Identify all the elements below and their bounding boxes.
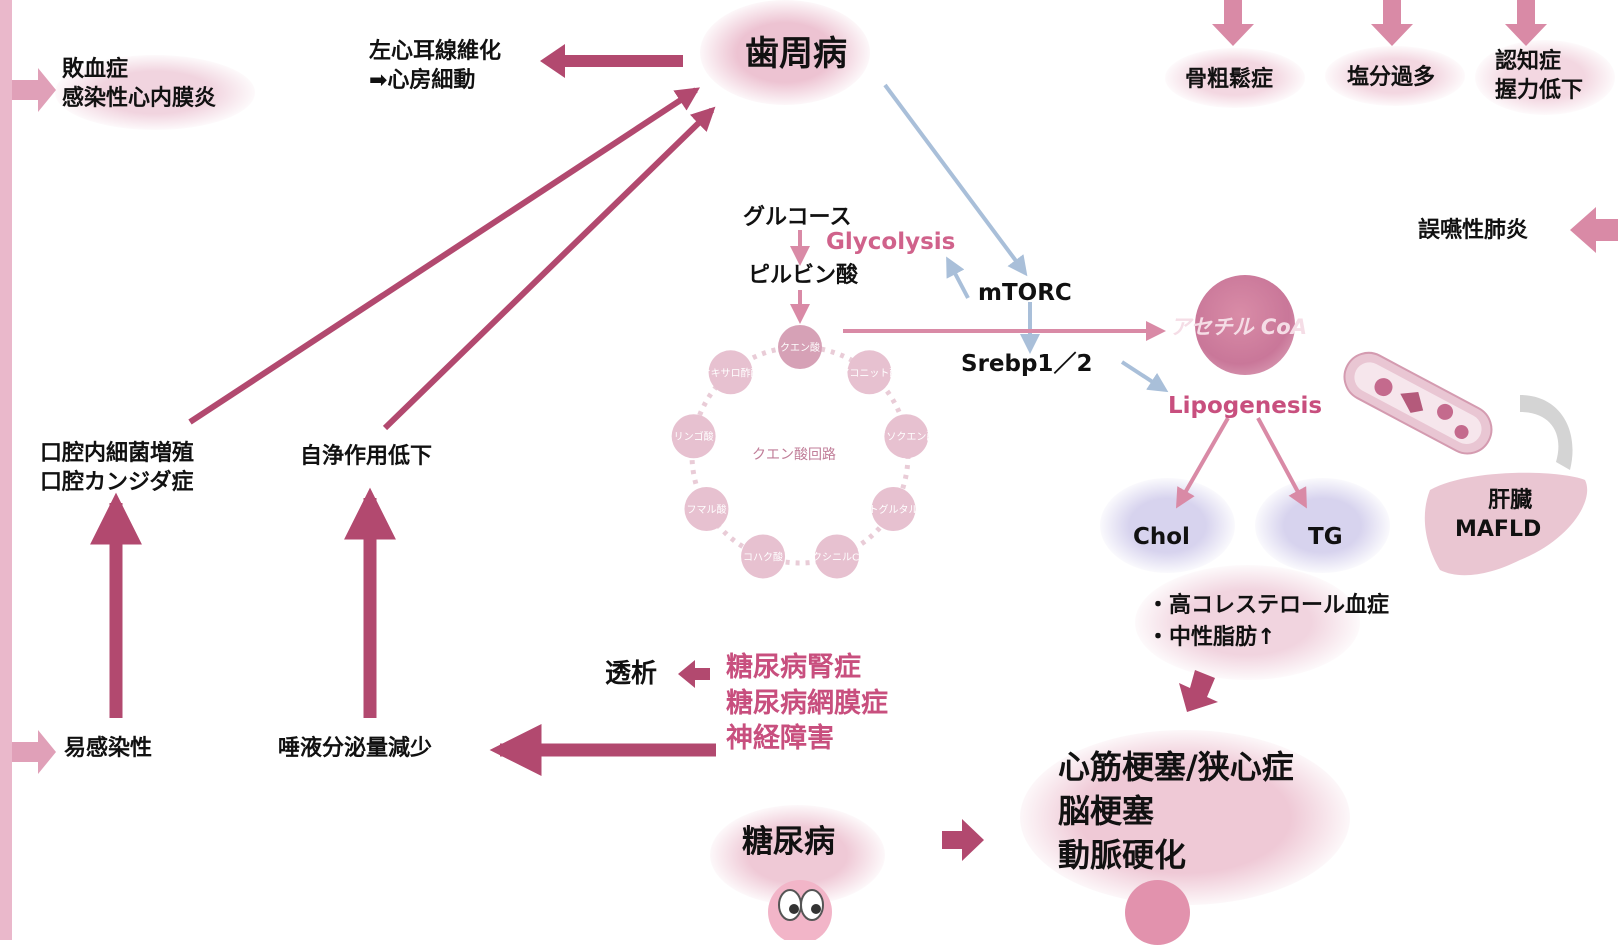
dialysis-label: 透析: [605, 659, 658, 689]
blob-tg: [1255, 478, 1390, 573]
diabetes-label: 糖尿病: [742, 824, 835, 860]
complications-label: 糖尿病腎症 糖尿病網膜症 神経障害: [726, 650, 888, 757]
srebp-label: Srebp1／2: [961, 351, 1093, 377]
arrow-down-salt: [1371, 0, 1413, 46]
periodontal-disease-label: 歯周病: [745, 34, 847, 74]
mi-line: 心筋梗塞/狭心症: [1058, 748, 1294, 786]
arrow-lipo-to-tg: [1256, 417, 1307, 509]
arrow-lipid-to-cardio: [1179, 670, 1218, 712]
oral-bacteria-label: 口腔内細菌増殖 口腔カンジダ症: [40, 440, 194, 497]
blob-lipid: [1135, 565, 1360, 680]
chol-label: Chol: [1133, 524, 1190, 550]
oral-bacteria-line: 口腔内細菌増殖: [40, 441, 195, 466]
saliva-label: 唾液分泌量減少: [278, 736, 433, 761]
tca-node-label: アコニット酸: [839, 366, 899, 379]
blood-vessel-icon: [1343, 351, 1493, 455]
afib-line-1: 左心耳線維化: [369, 39, 502, 64]
tca-node-label: コハク酸: [743, 550, 783, 563]
aspiration-label: 誤嚥性肺炎: [1418, 218, 1529, 243]
neuropathy-line: 神経障害: [726, 723, 834, 755]
red-circle-icon: [1125, 880, 1190, 945]
curved-arrow-icon: [1520, 395, 1573, 470]
blob-salt: [1325, 46, 1465, 106]
blob-periodontal: [700, 0, 870, 105]
arrow-oral-to-periodontal: [188, 87, 701, 425]
liver-label: 肝臓 MAFLD: [1455, 487, 1541, 544]
self-cleaning-label: 自浄作用低下: [300, 444, 433, 469]
arrow-to-afib: [540, 44, 683, 78]
left-edge-bar: [0, 0, 12, 940]
arrow-selfclean-to-periodontal: [382, 106, 716, 431]
arrow-mtorc-to-glycolysis: [946, 256, 970, 299]
tca-node-label: クエン酸: [780, 341, 820, 354]
atherosclerosis-line: 動脈硬化: [1058, 836, 1187, 875]
glucose-label: グルコース: [743, 205, 852, 230]
pyruvate-label: ピルビン酸: [748, 263, 859, 288]
nephropathy-line: 糖尿病腎症: [726, 652, 861, 683]
arrow-to-dialysis: [678, 660, 710, 688]
tca-node: [741, 534, 786, 579]
tca-node-label: リンゴ酸: [674, 430, 714, 443]
tca-node: [814, 534, 859, 579]
arrow-to-aspiration: [1570, 207, 1618, 253]
mafld-line: MAFLD: [1455, 516, 1542, 542]
tca-node: [684, 487, 729, 531]
tca-node: [871, 487, 916, 531]
blob-dementia: [1475, 40, 1615, 115]
osteoporosis-label: 骨粗鬆症: [1185, 67, 1274, 92]
blob-sepsis: [55, 55, 255, 130]
liver-line: 肝臓: [1488, 488, 1533, 513]
afib-line-2: ➡心房細動: [369, 67, 476, 93]
arrow-to-sepsis: [12, 68, 56, 112]
acetyl-coa-sphere: [1195, 275, 1295, 375]
sepsis-line: 敗血症: [62, 57, 129, 82]
sepsis-label: 敗血症 感染性心内膜炎: [62, 56, 216, 113]
blob-chol: [1100, 478, 1235, 573]
cartoon-eyes-icon: [768, 880, 832, 940]
triglyceride-line: ・中性脂肪↑: [1147, 624, 1276, 650]
lipid-label: ・高コレステロール血症 ・中性脂肪↑: [1147, 590, 1389, 654]
endocarditis-line: 感染性心内膜炎: [62, 85, 217, 111]
tca-node-label: フマル酸: [686, 503, 726, 516]
cardio-label: 心筋梗塞/狭心症 脳梗塞 動脈硬化: [1058, 745, 1294, 877]
liver-icon: [1424, 472, 1588, 576]
tca-node-label: イソクエン酸: [876, 430, 936, 443]
tca-node-label: ケトグルタル酸: [859, 503, 929, 516]
stroke-line: 脳梗塞: [1058, 792, 1155, 831]
oral-candida-line: 口腔カンジダ症: [40, 469, 194, 495]
afib-label: 左心耳線維化 ➡心房細動: [369, 38, 501, 95]
arrow-to-susceptibility: [12, 730, 56, 774]
salt-label: 塩分過多: [1347, 65, 1436, 90]
glycolysis-label: Glycolysis: [826, 229, 956, 255]
arrow-srebp-to-lipogenesis: [1120, 360, 1169, 393]
tca-center-label: クエン酸回路: [752, 447, 836, 463]
dementia-line: 認知症: [1495, 49, 1562, 74]
tca-node-label: オキサロ酢酸: [701, 366, 761, 379]
tca-node: [778, 325, 822, 369]
dementia-label: 認知症 握力低下: [1495, 48, 1583, 105]
hypercholesterolemia-line: ・高コレステロール血症: [1147, 593, 1390, 618]
arrow-down-osteoporosis: [1212, 0, 1254, 46]
arrow-down-dementia: [1505, 0, 1547, 46]
tca-node-label: スクシニルCoA: [802, 551, 872, 563]
acetyl-coa-label: アセチル CoA: [1170, 315, 1307, 339]
susceptibility-label: 易感染性: [64, 736, 153, 761]
arrow-periodontal-to-mtorc: [883, 83, 1028, 277]
mtorc-label: mTORC: [978, 280, 1072, 306]
tca-node: [708, 350, 753, 395]
tg-label: TG: [1308, 524, 1343, 550]
blob-cardio: [1020, 730, 1350, 905]
grip-line: 握力低下: [1495, 77, 1584, 103]
arrow-lipo-to-chol: [1176, 417, 1230, 509]
arrow-diabetes-to-cardio: [942, 819, 984, 861]
tca-node: [847, 350, 892, 395]
tca-node: [884, 414, 929, 459]
lipogenesis-label: Lipogenesis: [1168, 393, 1323, 419]
tca-node: [671, 414, 716, 459]
retinopathy-line: 糖尿病網膜症: [726, 687, 888, 719]
blob-osteoporosis: [1165, 48, 1305, 108]
